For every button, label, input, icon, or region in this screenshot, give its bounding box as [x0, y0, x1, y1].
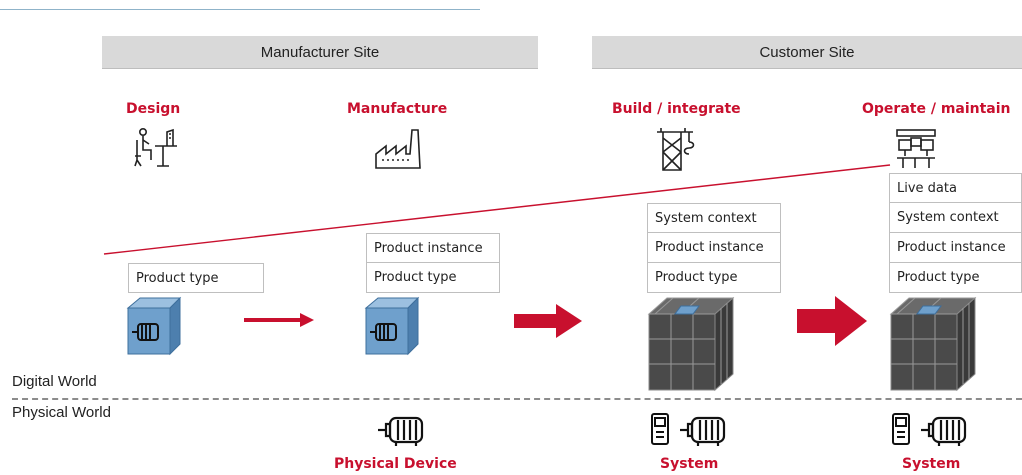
motor-icon: [919, 412, 971, 448]
top-divider: [0, 9, 480, 10]
stack-item: Live data: [889, 173, 1022, 203]
grid-cube-icon: [645, 294, 737, 394]
control-room-icon: [893, 126, 945, 172]
build-stack: System context Product instance Product …: [647, 203, 781, 293]
motor-icon: [376, 412, 428, 448]
digital-world-label: Digital World: [12, 373, 97, 390]
stack-item: Product instance: [889, 233, 1022, 263]
system-label: System: [902, 456, 961, 472]
designer-desk-icon: [133, 126, 181, 172]
stack-item: Product instance: [366, 233, 500, 263]
operate-stack: Live data System context Product instanc…: [889, 173, 1022, 293]
physical-world-label: Physical World: [12, 404, 111, 421]
phase-build-title: Build / integrate: [612, 101, 741, 117]
arrow-icon: [244, 312, 314, 328]
factory-icon: [372, 126, 424, 172]
stack-item: Product type: [128, 263, 264, 293]
manufacturer-site-label: Manufacturer Site: [260, 43, 380, 61]
grid-cube-icon: [887, 294, 979, 394]
phase-manufacture-title: Manufacture: [347, 101, 448, 117]
stack-item: Product type: [647, 263, 781, 293]
stack-item: System context: [647, 203, 781, 233]
cube-icon: [362, 294, 422, 358]
customer-site-label: Customer Site: [759, 43, 855, 61]
stack-item: System context: [889, 203, 1022, 233]
stack-item: Product type: [366, 263, 500, 293]
manufacture-stack: Product instance Product type: [366, 233, 500, 293]
drive-icon: [891, 412, 911, 446]
arrow-icon: [514, 304, 582, 338]
system-label: System: [660, 456, 719, 472]
physical-device-label: Physical Device: [334, 456, 457, 472]
design-stack: Product type: [128, 263, 264, 293]
stack-item: Product type: [889, 263, 1022, 293]
phase-operate-title: Operate / maintain: [862, 101, 1011, 117]
phase-design-title: Design: [126, 101, 181, 117]
crane-icon: [653, 124, 701, 174]
drive-icon: [650, 412, 670, 446]
customer-site-header: Customer Site: [592, 36, 1022, 69]
cube-icon: [124, 294, 184, 358]
world-divider: [12, 398, 1022, 400]
stack-item: Product instance: [647, 233, 781, 263]
arrow-icon: [797, 296, 867, 346]
manufacturer-site-header: Manufacturer Site: [102, 36, 538, 69]
motor-icon: [678, 412, 730, 448]
